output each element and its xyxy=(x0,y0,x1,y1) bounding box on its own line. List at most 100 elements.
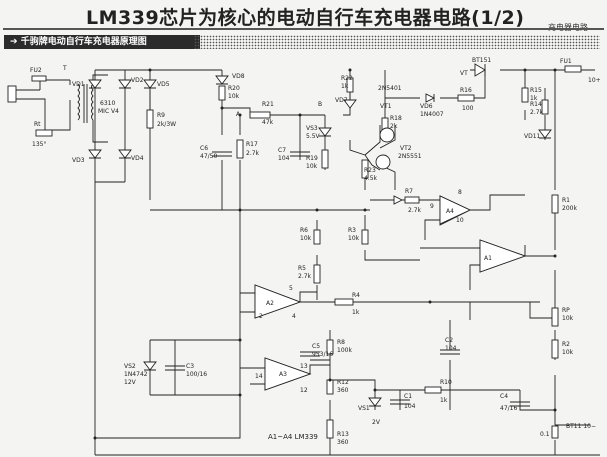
label-r5-val: 2.7k xyxy=(298,273,312,280)
zener-vs3 xyxy=(318,127,332,137)
label-vd3: VD3 xyxy=(72,157,85,164)
diode-vd7 xyxy=(343,99,357,109)
label-node-b: B xyxy=(318,101,322,108)
label-r21-val: 47k xyxy=(262,119,274,126)
label-c6: C6 xyxy=(200,145,208,152)
label-r13-val: 360 xyxy=(337,439,349,446)
transistor-vt2 xyxy=(375,154,391,170)
label-trafo-val2: MIC V4 xyxy=(98,108,119,115)
page-title: LM339芯片为核心的电动自行车充电器电路(1/2) xyxy=(86,7,525,29)
resistor-r20 xyxy=(218,85,226,101)
label-pin9: 9 xyxy=(430,203,434,210)
label-vd6-part: 1N4007 xyxy=(420,111,444,118)
label-out-pos: 10+ xyxy=(588,77,601,84)
label-r14: R14 xyxy=(530,101,542,108)
capacitor-c7 xyxy=(290,151,310,157)
resistor-r21 xyxy=(249,111,271,119)
label-r15: R15 xyxy=(530,87,542,94)
label-vd7: VD7 xyxy=(335,97,348,104)
label-c7: C7 xyxy=(278,147,286,154)
resistor-r13 xyxy=(326,419,334,439)
capacitor-c5 xyxy=(300,351,320,357)
label-c2-val: 104 xyxy=(445,345,457,352)
label-pin5: 5 xyxy=(289,285,293,292)
resistor-r10 xyxy=(424,386,442,394)
wires xyxy=(16,69,600,456)
junction-dots xyxy=(93,68,557,440)
label-r19-val: 10k xyxy=(306,163,318,170)
label-r20-val: 10k xyxy=(228,93,240,100)
label-a4: A4 xyxy=(446,208,454,215)
label-c7-val: 104 xyxy=(278,155,290,162)
label-trafo-val1: 6310 xyxy=(100,100,115,107)
label-rt: Rt xyxy=(34,121,41,128)
label-a3: A3 xyxy=(279,371,287,378)
header-tag: 充电器电路 xyxy=(548,22,588,33)
label-pin12: 12 xyxy=(300,387,308,394)
diode-vd4 xyxy=(118,149,132,159)
diode-vd5 xyxy=(143,79,157,89)
resistor-r1 xyxy=(551,194,559,214)
label-r19: R19 xyxy=(306,155,318,162)
resistor-r8 xyxy=(326,339,334,355)
diagram-banner: ➔ 千驹牌电动自行车充电器原理图 xyxy=(4,35,200,49)
label-r8-val: 100k xyxy=(337,347,352,354)
label-temp: 135° xyxy=(32,141,46,148)
label-r22: R22 xyxy=(341,75,353,82)
mains-plug-icon xyxy=(7,85,17,103)
fuse-fu1 xyxy=(564,65,582,73)
label-r9: R9 xyxy=(157,112,165,119)
comparator-a3 xyxy=(264,357,312,391)
label-r17: R17 xyxy=(246,141,258,148)
label-pin4: 4 xyxy=(292,313,296,320)
comparator-a2 xyxy=(254,284,302,319)
label-r20: R20 xyxy=(228,85,240,92)
label-r18: R18 xyxy=(390,115,402,122)
label-r7: R7 xyxy=(405,188,413,195)
label-vd8: VD8 xyxy=(232,73,245,80)
label-vd5: VD5 xyxy=(157,81,170,88)
label-c3-val: 100/16 xyxy=(186,371,207,378)
label-rp: RP xyxy=(562,307,570,314)
label-pin8: 8 xyxy=(458,189,462,196)
label-vt2: VT2 xyxy=(400,145,412,152)
diode-vd1 xyxy=(88,79,102,89)
resistor-shunt xyxy=(551,425,559,439)
label-vs2: VS2 xyxy=(124,363,136,370)
comparator-a1 xyxy=(479,239,527,273)
label-r23-val: 4.5k xyxy=(364,175,378,182)
label-r8: R8 xyxy=(337,339,345,346)
label-c5: C5 xyxy=(312,343,320,350)
label-rp-val: 10k xyxy=(562,315,574,322)
label-r16-val: 100 xyxy=(462,105,474,112)
label-pin2: 2 xyxy=(259,313,263,320)
capacitor-c4 xyxy=(510,401,530,407)
comparator-a4 xyxy=(439,195,472,225)
label-r7-val: 2.7k xyxy=(408,207,422,214)
diode-vd2 xyxy=(118,79,132,89)
capacitor-c2 xyxy=(440,349,460,355)
label-c1-val: 104 xyxy=(404,403,416,410)
label-r12-val: 360 xyxy=(337,387,349,394)
label-r23: R23 xyxy=(364,167,376,174)
resistor-r2 xyxy=(551,339,559,359)
resistor-r5 xyxy=(313,264,321,284)
label-a2: A2 xyxy=(266,300,274,307)
capacitor-c3 xyxy=(165,365,185,371)
title-rule xyxy=(3,28,604,30)
thermistor-rt xyxy=(35,129,53,137)
label-vt1: VT1 xyxy=(380,103,392,110)
label-r12: R12 xyxy=(337,379,349,386)
label-pin14: 14 xyxy=(255,373,263,380)
label-r18-val: 2k xyxy=(390,123,398,130)
zener-vs1 xyxy=(368,397,382,407)
label-r9-val: 2k/3W xyxy=(157,121,176,128)
resistor-r6 xyxy=(313,229,321,245)
label-c5-val: 953/16 xyxy=(312,351,333,358)
capacitor-c6 xyxy=(212,151,232,157)
label-vs1-v: 2V xyxy=(372,419,381,426)
resistor-r14 xyxy=(541,99,549,115)
label-r2: R2 xyxy=(562,341,570,348)
label-a1: A1 xyxy=(484,255,492,262)
